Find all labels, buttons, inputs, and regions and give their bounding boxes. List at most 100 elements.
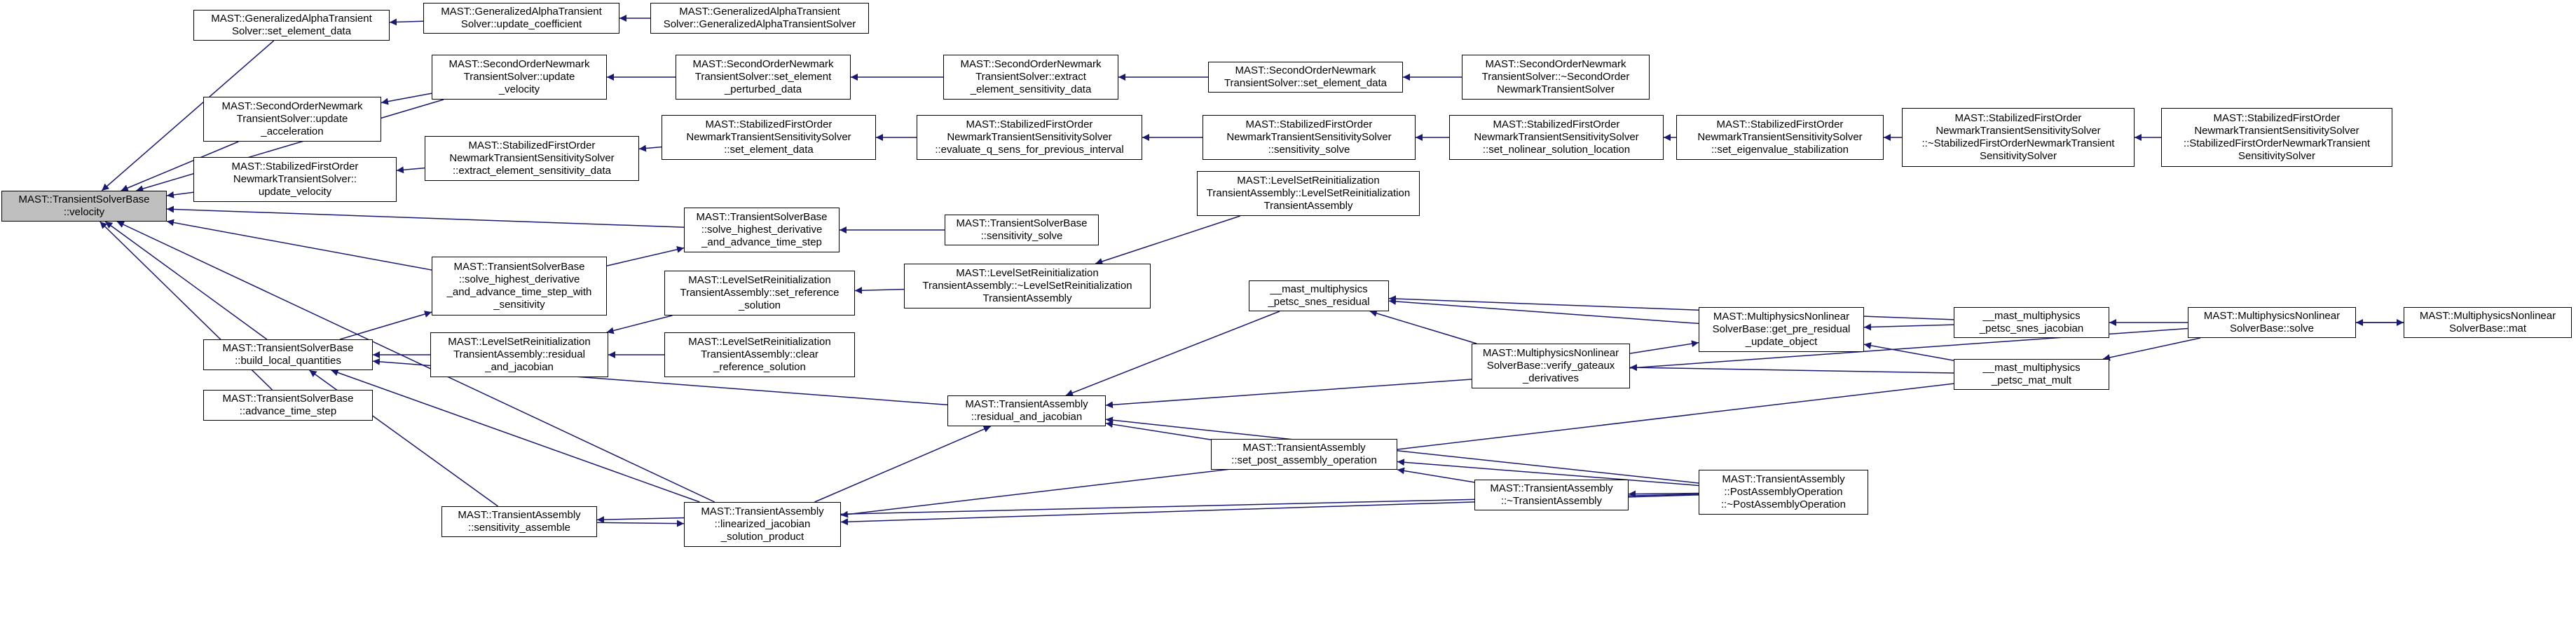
node-ga-ctor[interactable]: MAST::GeneralizedAlphaTransient Solver::… [650, 3, 869, 34]
node-mnsb-solve[interactable]: MAST::MultiphysicsNonlinear SolverBase::… [2188, 307, 2356, 338]
node-ga-update-coef[interactable]: MAST::GeneralizedAlphaTransient Solver::… [423, 3, 619, 34]
edge-sfo_set_elem-to-sfo_extract [638, 144, 662, 152]
node-label: MAST::SecondOrderNewmark TransientSolver… [692, 58, 834, 95]
node-label: MAST::LevelSetReinitialization Transient… [1206, 175, 1411, 212]
node-label: MAST::SecondOrderNewmark TransientSolver… [1481, 58, 1630, 95]
node-label: MAST::MultiphysicsNonlinear SolverBase::… [1712, 311, 1851, 348]
node-sfo-extract[interactable]: MAST::StabilizedFirstOrder NewmarkTransi… [425, 136, 639, 181]
node-tsb-build-local[interactable]: MAST::TransientSolverBase ::build_local_… [203, 339, 373, 370]
node-sfo-ctor[interactable]: MAST::StabilizedFirstOrder NewmarkTransi… [2161, 108, 2392, 167]
edge-mp_snes_res-to-ta_res_jac [1065, 311, 1280, 396]
edge-ta_dtor-to-ta_set_post [1397, 467, 1475, 483]
edge-ta_lin_jac-to-ta_res_jac [814, 426, 992, 503]
edge-sfo_update_vel-to-tsb_velocity [166, 191, 194, 198]
edge-mp_mat_mult-to-ta_lin_jac [840, 383, 1954, 518]
node-sonew-extract[interactable]: MAST::SecondOrderNewmark TransientSolver… [943, 55, 1118, 100]
node-label: MAST::TransientSolverBase ::velocity [18, 194, 150, 218]
node-lsr-res-jac[interactable]: MAST::LevelSetReinitialization Transient… [430, 332, 608, 377]
node-tsb-sens-solve[interactable]: MAST::TransientSolverBase ::sensitivity_… [945, 215, 1099, 245]
node-lsr-clear-ref[interactable]: MAST::LevelSetReinitialization Transient… [664, 332, 855, 377]
edge-ta_set_post-to-ta_res_jac [1105, 421, 1212, 440]
edge-tsb_solve_hd_sens-to-tsb_solve_hd [606, 246, 685, 266]
node-ta-dtor[interactable]: MAST::TransientAssembly ::~TransientAsse… [1474, 480, 1629, 510]
node-label: MAST::LevelSetReinitialization Transient… [688, 336, 831, 373]
node-label: MAST::TransientSolverBase ::advance_time… [222, 393, 354, 417]
edge-tsb_solve_hd-to-tsb_velocity [166, 205, 685, 228]
node-tsb-advance[interactable]: MAST::TransientSolverBase ::advance_time… [203, 390, 373, 421]
edge-mnsb_verify-to-mnsb_get_pre [1629, 340, 1699, 354]
node-ta-post-dtor[interactable]: MAST::TransientAssembly ::PostAssemblyOp… [1699, 470, 1868, 515]
node-label: MAST::MultiphysicsNonlinear SolverBase::… [2203, 310, 2341, 334]
node-mp-snes-jac[interactable]: __mast_multiphysics _petsc_snes_jacobian [1954, 307, 2109, 338]
node-lsr-dtor[interactable]: MAST::LevelSetReinitialization Transient… [904, 264, 1151, 308]
edge-sonew_update_vel-to-tsb_velocity [136, 99, 444, 192]
node-label: MAST::SecondOrderNewmark TransientSolver… [1224, 65, 1388, 89]
node-sonew-set-elem[interactable]: MAST::SecondOrderNewmark TransientSolver… [1208, 62, 1403, 93]
node-sfo-sens-solve[interactable]: MAST::StabilizedFirstOrder NewmarkTransi… [1203, 115, 1416, 160]
node-lsr-set-ref[interactable]: MAST::LevelSetReinitialization Transient… [664, 271, 855, 316]
node-ta-lin-jac[interactable]: MAST::TransientAssembly ::linearized_jac… [684, 502, 841, 547]
node-sonew-set-pert[interactable]: MAST::SecondOrderNewmark TransientSolver… [676, 55, 851, 100]
node-label: MAST::TransientAssembly ::PostAssemblyOp… [1720, 473, 1846, 510]
edge-mp_snes_jac-to-mnsb_get_pre [1863, 323, 1954, 331]
node-label: __mast_multiphysics _petsc_snes_jacobian [1979, 310, 2084, 334]
edge-ta_post_dtor-to-ta_set_post [1397, 459, 1699, 487]
node-label: MAST::SecondOrderNewmark TransientSolver… [960, 58, 1102, 95]
edge-tsb_build_local-to-tsb_velocity [104, 221, 268, 340]
node-label: MAST::StabilizedFirstOrder NewmarkTransi… [231, 161, 359, 198]
node-label: MAST::GeneralizedAlphaTransient Solver::… [663, 6, 856, 30]
node-mnsb-get-pre[interactable]: MAST::MultiphysicsNonlinear SolverBase::… [1699, 307, 1864, 352]
edge-mp_mat_mult-to-mnsb_verify [1629, 364, 1954, 374]
node-label: MAST::TransientAssembly ::set_post_assem… [1231, 442, 1377, 466]
node-label: MAST::MultiphysicsNonlinear SolverBase::… [1482, 347, 1619, 384]
node-tsb-velocity[interactable]: MAST::TransientSolverBase ::velocity [1, 191, 167, 222]
edge-mnsb_verify-to-mp_snes_res [1369, 310, 1477, 344]
node-label: __mast_multiphysics _petsc_snes_residual [1268, 283, 1370, 308]
node-label: MAST::TransientSolverBase ::solve_highes… [446, 261, 592, 311]
node-sonew-update-acc[interactable]: MAST::SecondOrderNewmark TransientSolver… [203, 97, 381, 142]
node-sfo-dtor[interactable]: MAST::StabilizedFirstOrder NewmarkTransi… [1902, 108, 2135, 167]
edge-ta_post_dtor-to-ta_res_jac [1105, 416, 1699, 484]
node-label: MAST::TransientAssembly ::residual_and_j… [965, 398, 1088, 423]
node-ga-set-element[interactable]: MAST::GeneralizedAlphaTransient Solver::… [193, 10, 390, 41]
edge-mp_snes_jac-to-mp_snes_res [1388, 295, 1954, 320]
node-sfo-update-vel[interactable]: MAST::StabilizedFirstOrder NewmarkTransi… [193, 157, 397, 202]
node-mp-mat-mult[interactable]: __mast_multiphysics _petsc_mat_mult [1954, 359, 2109, 390]
node-label: MAST::TransientAssembly ::~TransientAsse… [1490, 482, 1613, 507]
node-label: MAST::StabilizedFirstOrder NewmarkTransi… [449, 140, 615, 177]
node-label: MAST::StabilizedFirstOrder NewmarkTransi… [1226, 118, 1392, 156]
node-ta-set-post[interactable]: MAST::TransientAssembly ::set_post_assem… [1211, 439, 1397, 470]
edge-mnsb_solve-to-mp_mat_mult [2102, 337, 2201, 361]
node-sfo-set-elem[interactable]: MAST::StabilizedFirstOrder NewmarkTransi… [662, 115, 876, 160]
node-tsb-solve-hd-sens[interactable]: MAST::TransientSolverBase ::solve_highes… [432, 257, 607, 316]
edge-ta_post_dtor-to-ta_dtor [1628, 490, 1699, 498]
node-sonew-update-vel[interactable]: MAST::SecondOrderNewmark TransientSolver… [432, 55, 607, 100]
node-tsb-solve-hd[interactable]: MAST::TransientSolverBase ::solve_highes… [684, 208, 840, 252]
node-mnsb-verify[interactable]: MAST::MultiphysicsNonlinear SolverBase::… [1472, 344, 1630, 388]
node-label: MAST::StabilizedFirstOrder NewmarkTransi… [935, 118, 1124, 156]
node-lsr-ctor[interactable]: MAST::LevelSetReinitialization Transient… [1197, 171, 1420, 216]
node-sfo-set-nonlin[interactable]: MAST::StabilizedFirstOrder NewmarkTransi… [1449, 115, 1664, 160]
edge-ga_update_coef-to-ga_set_element [389, 18, 424, 26]
node-label: MAST::StabilizedFirstOrder NewmarkTransi… [1921, 112, 2115, 162]
node-ta-sens-assemble[interactable]: MAST::TransientAssembly ::sensitivity_as… [441, 506, 597, 537]
edge-ta_lin_jac-to-tsb_velocity [116, 221, 715, 503]
edge-sonew_update_vel-to-sonew_update_acc [381, 93, 432, 105]
node-label: MAST::TransientSolverBase ::solve_highes… [696, 211, 828, 248]
node-label: MAST::TransientSolverBase ::build_local_… [222, 342, 354, 367]
node-mp-snes-res[interactable]: __mast_multiphysics _petsc_snes_residual [1249, 280, 1389, 311]
node-label: MAST::GeneralizedAlphaTransient Solver::… [211, 13, 372, 37]
node-label: MAST::StabilizedFirstOrder NewmarkTransi… [686, 118, 851, 156]
edge-sfo_extract-to-sfo_update_vel [396, 166, 425, 174]
node-label: MAST::StabilizedFirstOrder NewmarkTransi… [2183, 112, 2371, 162]
node-label: MAST::StabilizedFirstOrder NewmarkTransi… [1697, 118, 1863, 156]
node-ta-res-jac[interactable]: MAST::TransientAssembly ::residual_and_j… [947, 395, 1106, 426]
node-sfo-eval-q[interactable]: MAST::StabilizedFirstOrder NewmarkTransi… [917, 115, 1142, 160]
node-sfo-set-eig[interactable]: MAST::StabilizedFirstOrder NewmarkTransi… [1676, 115, 1884, 160]
node-label: MAST::GeneralizedAlphaTransient Solver::… [441, 6, 602, 30]
node-sonew-dtor[interactable]: MAST::SecondOrderNewmark TransientSolver… [1462, 55, 1650, 100]
edge-tsb_solve_hd_sens-to-tsb_velocity [166, 219, 432, 271]
edge-mnsb_solve-to-ta_res_jac [1105, 327, 2188, 409]
node-mnsb-mat[interactable]: MAST::MultiphysicsNonlinear SolverBase::… [2404, 307, 2572, 338]
